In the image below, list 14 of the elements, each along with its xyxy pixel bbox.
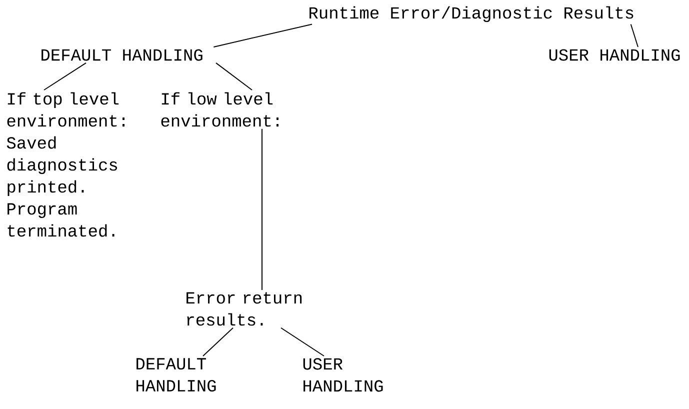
node-label: DEFAULT HANDLING: [136, 358, 216, 392]
connector-line: [280, 327, 324, 356]
node-label: Error return results.: [186, 292, 302, 326]
connector-line: [630, 24, 638, 48]
connector-line: [213, 24, 312, 48]
connector-line: [216, 62, 252, 90]
node-label: Runtime Error/Diagnostic Results: [310, 6, 634, 22]
node-label: DEFAULT HANDLING: [42, 49, 202, 61]
node-label: USER HANDLING: [303, 358, 383, 392]
node-label: USER HANDLING: [549, 49, 680, 61]
connector-line: [44, 62, 86, 90]
connector-line: [202, 327, 234, 356]
node-label: If low level environment:: [161, 92, 278, 127]
node-label: If top level environment: Saved diagnostics printed. Program terminated.: [6, 92, 124, 237]
